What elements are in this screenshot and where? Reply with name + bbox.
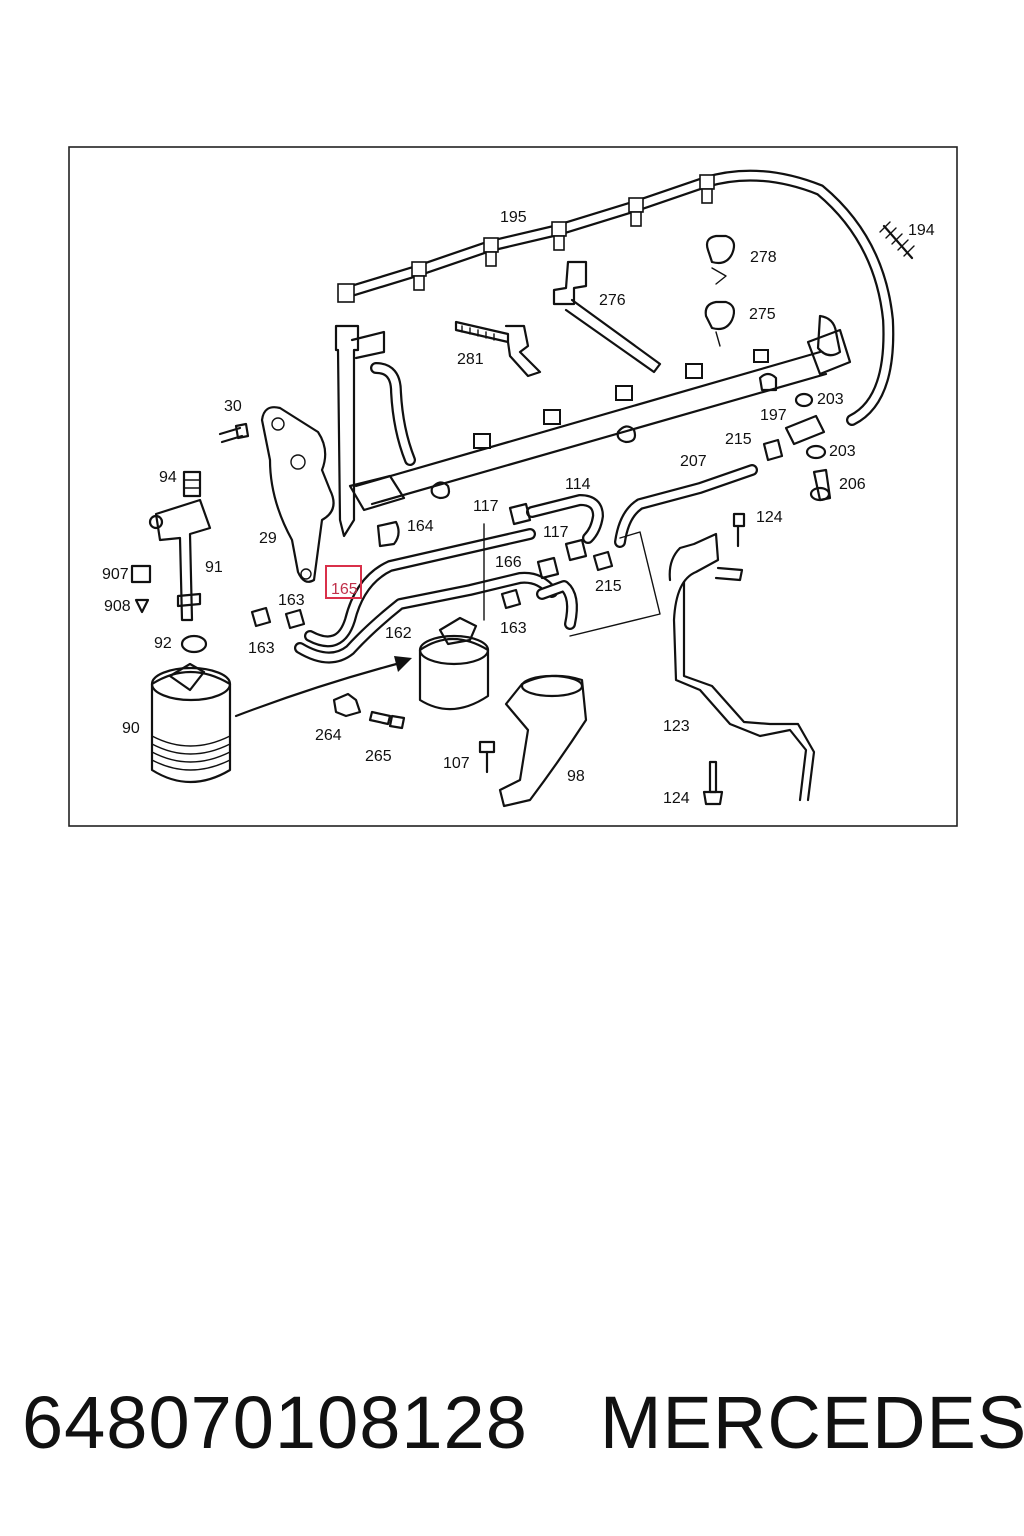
callout-275[interactable]: 275 — [749, 306, 776, 323]
clip-278[interactable] — [705, 234, 736, 285]
return-line-195[interactable] — [337, 169, 895, 426]
callout-124[interactable]: 124 — [756, 509, 783, 526]
fuel-hose-162[interactable] — [294, 571, 558, 664]
fuel-hose-166[interactable] — [536, 580, 578, 630]
callout-92[interactable]: 92 — [154, 635, 172, 652]
bolt-107[interactable] — [478, 740, 496, 774]
callout-98[interactable]: 98 — [567, 768, 585, 785]
callout-195[interactable]: 195 — [500, 209, 527, 226]
callout-265[interactable]: 265 — [365, 748, 392, 765]
bracket-276[interactable] — [552, 260, 662, 374]
callout-117b[interactable]: 117 — [543, 524, 569, 541]
banjo-bolt-206[interactable] — [809, 468, 832, 502]
callout-278[interactable]: 278 — [750, 249, 777, 266]
arrow-head — [394, 656, 412, 672]
callout-30[interactable]: 30 — [224, 398, 242, 415]
callout-163c[interactable]: 163 — [248, 640, 275, 657]
callout-162[interactable]: 162 — [385, 625, 412, 642]
part-number: 648070108128 — [22, 1380, 528, 1464]
fuel-hose-165[interactable] — [304, 528, 536, 648]
callout-labels: 195 194 278 276 275 281 30 203 197 215 2… — [102, 209, 935, 807]
callout-908[interactable]: 908 — [104, 598, 131, 615]
callout-215[interactable]: 215 — [725, 431, 752, 448]
callout-264[interactable]: 264 — [315, 727, 342, 744]
bracket-123[interactable] — [668, 532, 816, 802]
callout-203b[interactable]: 203 — [829, 443, 856, 460]
callout-90[interactable]: 90 — [122, 720, 140, 737]
spring-194[interactable] — [879, 221, 915, 260]
cap-94[interactable] — [182, 470, 202, 498]
bolt-124[interactable] — [732, 512, 746, 548]
callout-207[interactable]: 207 — [680, 453, 707, 470]
filter-housing[interactable] — [418, 616, 490, 711]
injector[interactable] — [334, 324, 416, 538]
fuel-hose-207[interactable] — [614, 464, 758, 548]
callout-203[interactable]: 203 — [817, 391, 844, 408]
cable-tie-281[interactable] — [454, 320, 542, 378]
fuel-rail[interactable] — [354, 314, 852, 506]
callout-107[interactable]: 107 — [443, 755, 470, 772]
bolt-124-lower[interactable] — [702, 760, 724, 806]
callout-91[interactable]: 91 — [205, 559, 223, 576]
bracket-29[interactable] — [260, 406, 335, 583]
callout-166[interactable]: 166 — [495, 554, 522, 571]
callout-165-highlight — [325, 565, 362, 599]
callout-124b[interactable]: 124 — [663, 790, 690, 807]
bolt-265[interactable] — [368, 710, 406, 730]
clamps[interactable] — [250, 438, 784, 630]
callout-215b[interactable]: 215 — [595, 578, 622, 595]
fitting-197[interactable] — [784, 392, 827, 460]
callout-197[interactable]: 197 — [760, 407, 787, 424]
callout-276[interactable]: 276 — [599, 292, 626, 309]
callout-117[interactable]: 117 — [473, 498, 499, 515]
caption: 648070108128 MERCEDES — [22, 1372, 1024, 1472]
plug-908[interactable] — [134, 598, 150, 614]
callout-123[interactable]: 123 — [663, 718, 690, 735]
callout-907[interactable]: 907 — [102, 566, 129, 583]
bolt-30[interactable] — [218, 422, 250, 444]
sensor-91[interactable] — [148, 498, 212, 622]
callout-165[interactable]: 165 — [331, 581, 358, 598]
callout-94[interactable]: 94 — [159, 469, 177, 486]
callout-29[interactable]: 29 — [259, 530, 277, 547]
holder-98[interactable] — [498, 674, 588, 808]
bracket-264[interactable] — [332, 692, 362, 718]
callout-206[interactable]: 206 — [839, 476, 866, 493]
filter-to-housing-arrow — [234, 660, 406, 718]
callout-114[interactable]: 114 — [565, 476, 591, 493]
diagram-frame — [68, 146, 958, 827]
callout-163b[interactable]: 163 — [500, 620, 527, 637]
leader-line — [569, 531, 661, 637]
seal-92[interactable] — [180, 634, 208, 654]
callout-281[interactable]: 281 — [457, 351, 484, 368]
clip-275[interactable] — [704, 300, 736, 347]
fuel-hose-114[interactable] — [526, 494, 604, 544]
callout-164[interactable]: 164 — [407, 518, 434, 535]
brand-name: MERCEDES — [599, 1380, 1024, 1464]
callout-194[interactable]: 194 — [908, 222, 935, 239]
connector-907[interactable] — [130, 564, 152, 584]
callout-163[interactable]: 163 — [278, 592, 305, 609]
fuel-filter-90[interactable] — [150, 662, 232, 784]
